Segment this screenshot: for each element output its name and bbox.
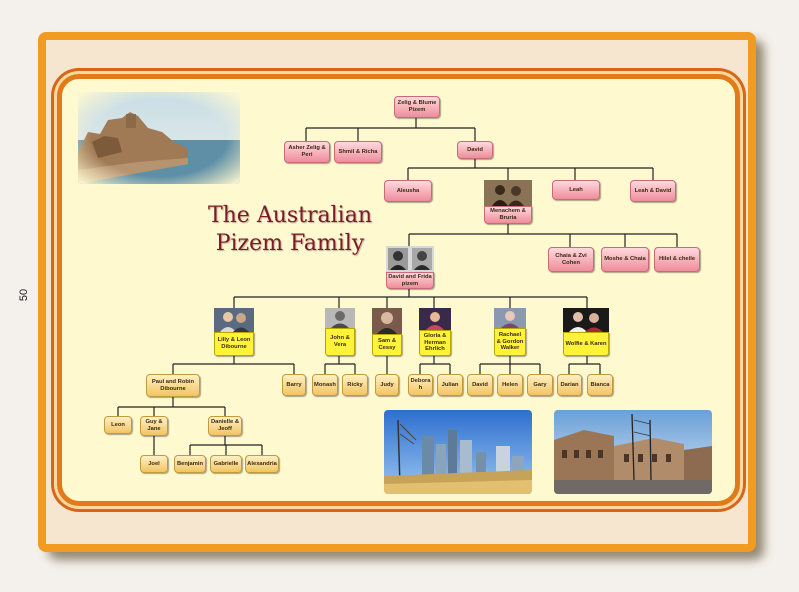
photo-rachael-gordon (494, 308, 526, 328)
node-wolfie-karen-label: Wolfie & Karen (563, 332, 609, 356)
photo-city-skyline (384, 410, 532, 494)
node-joel: Joel (140, 455, 168, 473)
photo-wolfie-karen (563, 308, 609, 332)
photo-old-harbour (78, 92, 240, 184)
node-lilly-leon-label: Lilly & Leon Dibourne (214, 332, 254, 356)
node-gabrielle: Gabrielle (210, 455, 242, 473)
node-gloria-herman: Gloria & Herman Ehrlich (419, 308, 451, 356)
node-paul-robin: Paul and Robin Dibourne (146, 374, 200, 397)
photo-sam-cessy (372, 308, 402, 334)
node-shmil-richa: Shmil & Richa (334, 141, 382, 163)
diagram-title: The Australian Pizem Family (190, 202, 390, 258)
node-zelig-blume: Zelig & Blume Pizem (394, 96, 440, 118)
node-judy: Judy (375, 374, 399, 396)
photo-john-vera (325, 308, 355, 328)
photo-lilly-leon (214, 308, 254, 332)
node-bianca: Bianca (587, 374, 613, 396)
node-leon: Leon (104, 416, 132, 434)
node-david-2: David (467, 374, 493, 396)
photo-david-frida (386, 246, 434, 272)
title-line-2: Pizem Family (215, 231, 365, 256)
node-monash: Monash (312, 374, 338, 396)
node-asher-zelig-peri: Asher Zelig & Peri (284, 141, 330, 163)
node-ricky: Ricky (342, 374, 368, 396)
node-aleusha: Aleusha (384, 180, 432, 202)
photo-gloria-herman (419, 308, 451, 330)
photo-menachem-bruria (484, 180, 532, 206)
node-david-frida-label: David and Frida pizem (386, 272, 434, 289)
node-guy-jane: Guy & Jane (140, 416, 168, 436)
node-john-vera: John & Vera (325, 308, 355, 356)
node-barry: Barry (282, 374, 306, 396)
node-david-frida: David and Frida pizem (386, 246, 434, 289)
node-gary: Gary (527, 374, 553, 396)
node-david: David (457, 141, 493, 159)
node-alexandria: Alexandria (245, 455, 279, 473)
photo-wharf-buildings (554, 410, 712, 494)
node-john-vera-label: John & Vera (325, 328, 355, 356)
node-wolfie-karen: Wolfie & Karen (563, 308, 609, 356)
node-chaia-zvi: Chaia & Zvi Cohen (548, 247, 594, 272)
node-menachem-bruria: Menachem & Bruria (484, 180, 532, 224)
node-menachem-bruria-label: Menachem & Bruria (484, 206, 532, 224)
node-lilly-leon: Lilly & Leon Dibourne (214, 308, 254, 356)
node-rachael-gordon-label: Rachael & Gordon Walker (494, 328, 526, 356)
node-moshe-chaia: Moshe & Chaia (601, 247, 649, 272)
node-leah: Leah (552, 180, 600, 200)
node-danielle-jeoff: Danielle & Jeoff (208, 416, 242, 436)
node-hilel-cheile: Hilel & cheile (654, 247, 700, 272)
node-deborah: Debora h (408, 374, 433, 396)
node-helen: Helen (497, 374, 523, 396)
node-rachael-gordon: Rachael & Gordon Walker (494, 308, 526, 356)
node-gloria-herman-label: Gloria & Herman Ehrlich (419, 330, 451, 356)
node-julian: Julian (437, 374, 463, 396)
node-benjamin: Benjamin (174, 455, 206, 473)
node-leah-david: Leah & David (630, 180, 676, 202)
node-darian: Darian (557, 374, 582, 396)
title-line-1: The Australian (207, 203, 373, 228)
node-sam-cessy: Sam & Cessy (372, 308, 402, 356)
node-sam-cessy-label: Sam & Cessy (372, 334, 402, 356)
